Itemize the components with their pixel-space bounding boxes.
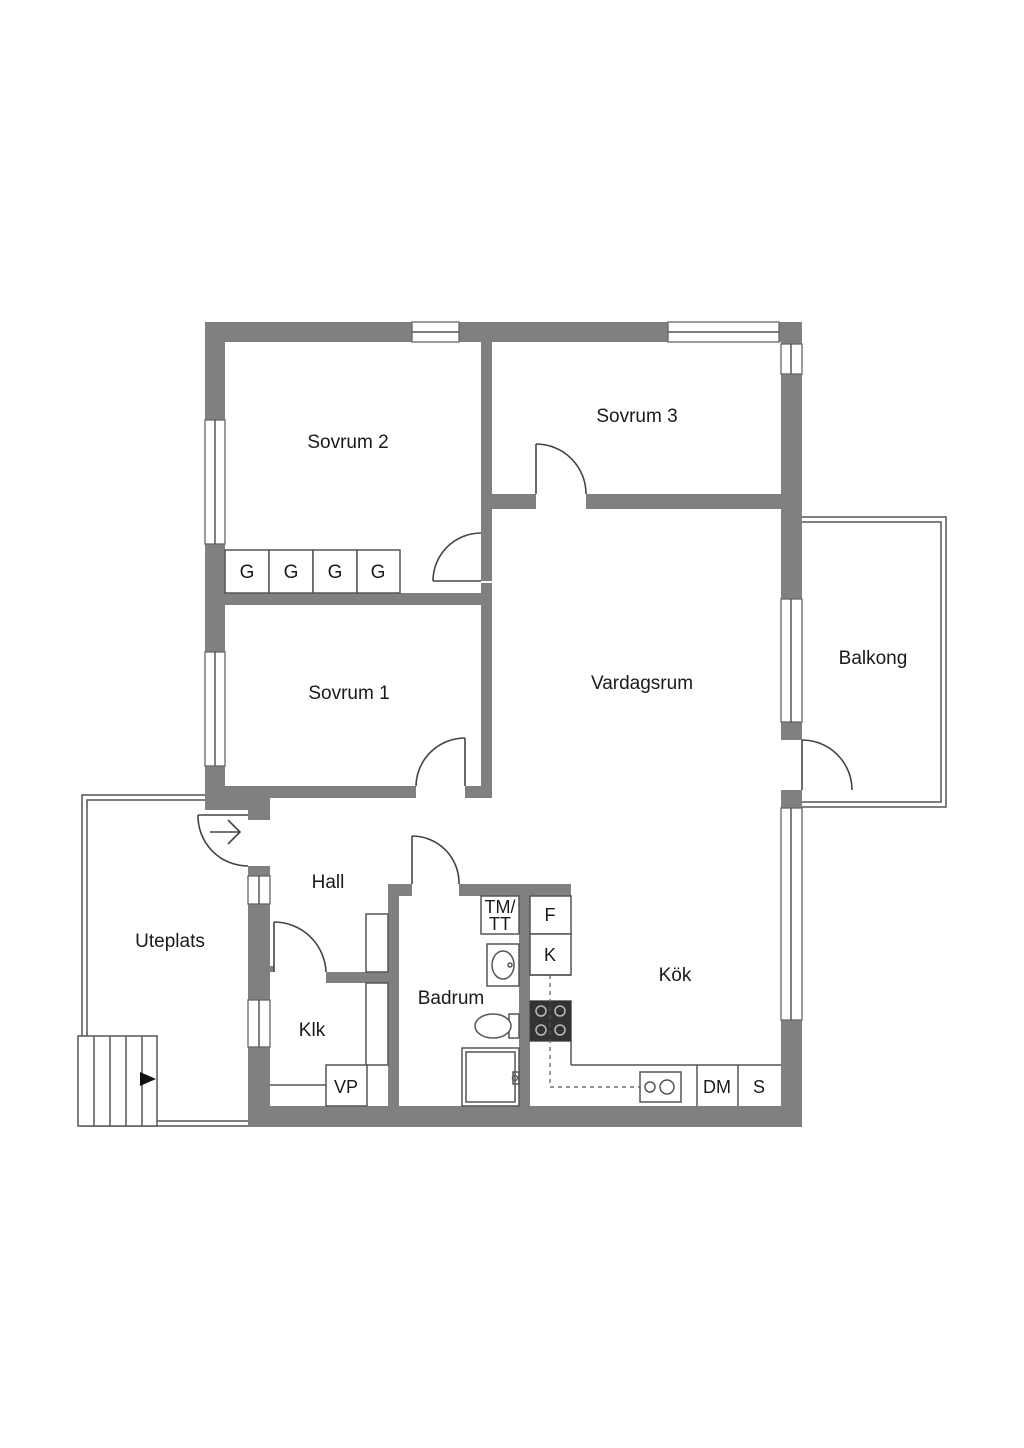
kitchen-fixtures: F K DM S (529, 895, 781, 1106)
water-heater-label: VP (334, 1077, 358, 1097)
windows (204, 321, 803, 1048)
sink-icon (486, 943, 520, 987)
washer-dryer-label: TT (489, 914, 511, 934)
fridge-label: F (545, 905, 556, 925)
dishwasher-label: DM (703, 1077, 731, 1097)
room-label-badrum: Badrum (418, 988, 485, 1009)
room-label-vardagsrum: Vardagsrum (591, 673, 693, 694)
patio-outline (81, 794, 248, 1127)
bathroom-fixtures: TM/ TT (461, 895, 520, 1107)
room-labels: Sovrum 2 Sovrum 3 Sovrum 1 Vardagsrum Ba… (135, 406, 907, 1041)
room-label-sovrum1: Sovrum 1 (308, 683, 389, 704)
washer-dryer-label: TM/ (485, 897, 516, 917)
shower-icon (461, 1047, 520, 1107)
wardrobe-label: G (328, 562, 343, 583)
room-label-balkong: Balkong (839, 648, 908, 669)
room-label-uteplats: Uteplats (135, 931, 205, 952)
walls (205, 322, 802, 1127)
wardrobe-label: G (371, 562, 386, 583)
storage-label: S (753, 1077, 765, 1097)
freezer-label: K (544, 945, 556, 965)
stairs-arrow-icon (140, 1072, 156, 1086)
room-label-sovrum2: Sovrum 2 (307, 432, 388, 453)
room-label-kok: Kök (659, 965, 692, 986)
doors (197, 443, 853, 973)
room-label-sovrum3: Sovrum 3 (596, 406, 677, 427)
wardrobe-label: G (284, 562, 299, 583)
toilet-icon (474, 1013, 520, 1039)
wardrobe-label: G (240, 562, 255, 583)
entrance-arrow-icon (210, 819, 242, 845)
hall-closet: VP (270, 913, 389, 1107)
stairs (77, 1035, 158, 1127)
room-label-klk: Klk (299, 1020, 326, 1041)
kitchen-sink-icon (639, 1071, 682, 1103)
room-label-hall: Hall (312, 872, 345, 893)
wardrobes: G G G G (224, 549, 401, 594)
balcony-outline (802, 516, 947, 808)
